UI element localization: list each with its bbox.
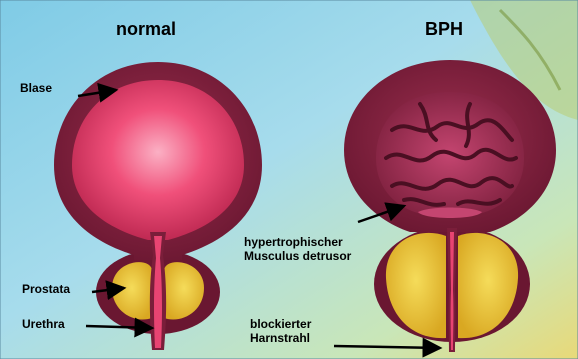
- label-harnstrahl-line1: blockierter: [250, 318, 311, 332]
- label-urethra: Urethra: [22, 318, 65, 332]
- label-blase: Blase: [20, 82, 52, 96]
- label-harnstrahl-line2: Harnstrahl: [250, 332, 311, 346]
- label-detrusor: hypertrophischer Musculus detrusor: [244, 236, 351, 264]
- label-harnstrahl: blockierter Harnstrahl: [250, 318, 311, 346]
- label-prostata: Prostata: [22, 283, 70, 297]
- normal-bladder-lumen: [72, 80, 244, 240]
- label-detrusor-line1: hypertrophischer: [244, 236, 351, 250]
- panel-title-bph: BPH: [425, 19, 463, 40]
- label-detrusor-line2: Musculus detrusor: [244, 250, 351, 264]
- panel-title-normal: normal: [116, 19, 176, 40]
